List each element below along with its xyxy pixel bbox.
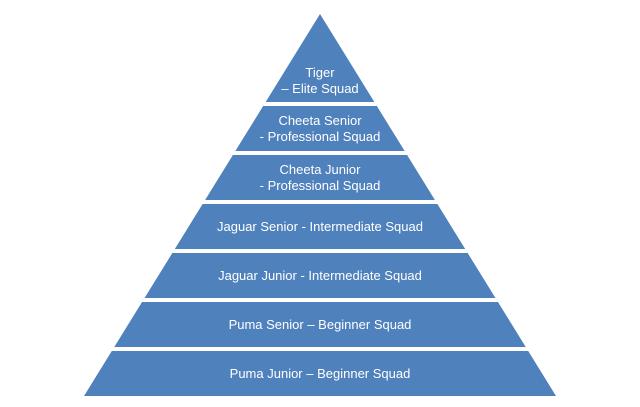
pyramid-level-2-line-2: - Professional Squad — [259, 128, 381, 144]
pyramid-level-1: Tiger – Elite Squad — [84, 14, 556, 102]
pyramid-level-4: Jaguar Senior - Intermediate Squad — [84, 204, 556, 249]
pyramid-level-4-line-1: Jaguar Senior - Intermediate Squad — [217, 218, 423, 234]
pyramid-level-1-line-1: Tiger — [305, 65, 335, 80]
pyramid-level-7-line-1: Puma Junior – Beginner Squad — [229, 365, 411, 381]
pyramid-level-3-line-2: - Professional Squad — [259, 177, 381, 193]
pyramid-level-6-line-1: Puma Senior – Beginner Squad — [228, 316, 412, 332]
pyramid-level-2-line-1: Cheeta Senior — [278, 112, 362, 128]
pyramid-level-5-line-1: Jaguar Junior - Intermediate Squad — [218, 267, 422, 283]
pyramid-level-5: Jaguar Junior - Intermediate Squad — [84, 253, 556, 298]
pyramid-level-3: Cheeta Junior - Professional Squad — [84, 155, 556, 200]
pyramid-level-6: Puma Senior – Beginner Squad — [84, 302, 556, 347]
pyramid-level-2: Cheeta Senior - Professional Squad — [84, 106, 556, 151]
pyramid-diagram: Tiger – Elite Squad Cheeta Senior - Prof… — [84, 14, 556, 396]
pyramid-level-7: Puma Junior – Beginner Squad — [84, 351, 556, 396]
pyramid-level-1-line-2: – Elite Squad — [281, 81, 359, 96]
pyramid-level-3-line-1: Cheeta Junior — [279, 161, 361, 177]
